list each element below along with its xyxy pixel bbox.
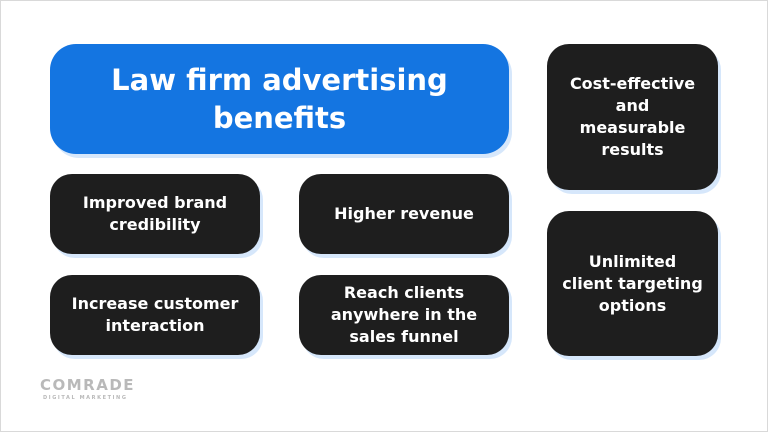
benefit-card-cost-effective: Cost-effective and measurable results (547, 44, 718, 190)
benefit-card-higher-revenue: Higher revenue (299, 174, 509, 254)
benefit-card-sales-funnel: Reach clients anywhere in the sales funn… (299, 275, 509, 355)
benefit-card-client-targeting: Unlimited client targeting options (547, 211, 718, 356)
benefit-text: Unlimited client targeting options (562, 251, 703, 315)
logo-tagline: DIGITAL MARKETING (43, 395, 128, 401)
benefit-text: Cost-effective and measurable results (569, 74, 696, 159)
title-text: Law firm advertising benefits (111, 63, 448, 135)
benefit-card-brand-credibility: Improved brand credibility (50, 174, 260, 254)
logo-name: COMRADE (40, 376, 136, 394)
benefit-text: Higher revenue (334, 204, 474, 223)
benefit-text: Increase customer interaction (71, 294, 239, 335)
benefit-card-customer-interaction: Increase customer interaction (50, 275, 260, 355)
benefit-text: Improved brand credibility (82, 193, 228, 234)
title-card: Law firm advertising benefits (50, 44, 509, 154)
comrade-logo: COMRADE DIGITAL MARKETING (40, 377, 150, 402)
benefit-text: Reach clients anywhere in the sales funn… (330, 283, 478, 346)
